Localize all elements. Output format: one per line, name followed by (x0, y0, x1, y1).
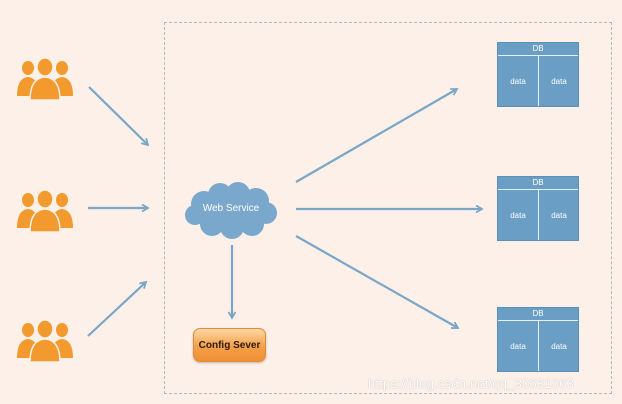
arrow-service-to-db1 (295, 88, 457, 183)
arrow-users3-to-service (87, 282, 146, 337)
db-divider (538, 190, 539, 240)
db-header: DB (498, 308, 578, 321)
user-group-icon (17, 189, 73, 232)
user-group-icon (17, 319, 73, 362)
db-cell: data (510, 210, 526, 220)
config-server-label: Config Sever (198, 339, 261, 351)
db-divider (538, 56, 539, 106)
arrow-users1-to-service (88, 86, 148, 145)
db-header: DB (498, 177, 578, 190)
db-table-3: DB data data (497, 307, 579, 372)
db-divider (538, 321, 539, 371)
cloud-icon (185, 182, 277, 239)
db-table-2: DB data data (497, 176, 579, 241)
web-service-label: Web Service (202, 203, 260, 214)
user-group-icon (17, 57, 73, 100)
db-cell: data (510, 76, 526, 86)
db-cell: data (551, 341, 567, 351)
config-server-box: Config Sever (193, 328, 266, 362)
db-cell: data (551, 210, 567, 220)
arrow-service-to-db3 (295, 235, 458, 328)
db-cell: data (551, 76, 567, 86)
system-boundary (164, 22, 612, 394)
watermark-text: https://blog.csdn.net/qq_30631063 (368, 376, 575, 391)
db-header: DB (498, 43, 578, 56)
db-cell: data (510, 341, 526, 351)
db-table-1: DB data data (497, 42, 579, 107)
